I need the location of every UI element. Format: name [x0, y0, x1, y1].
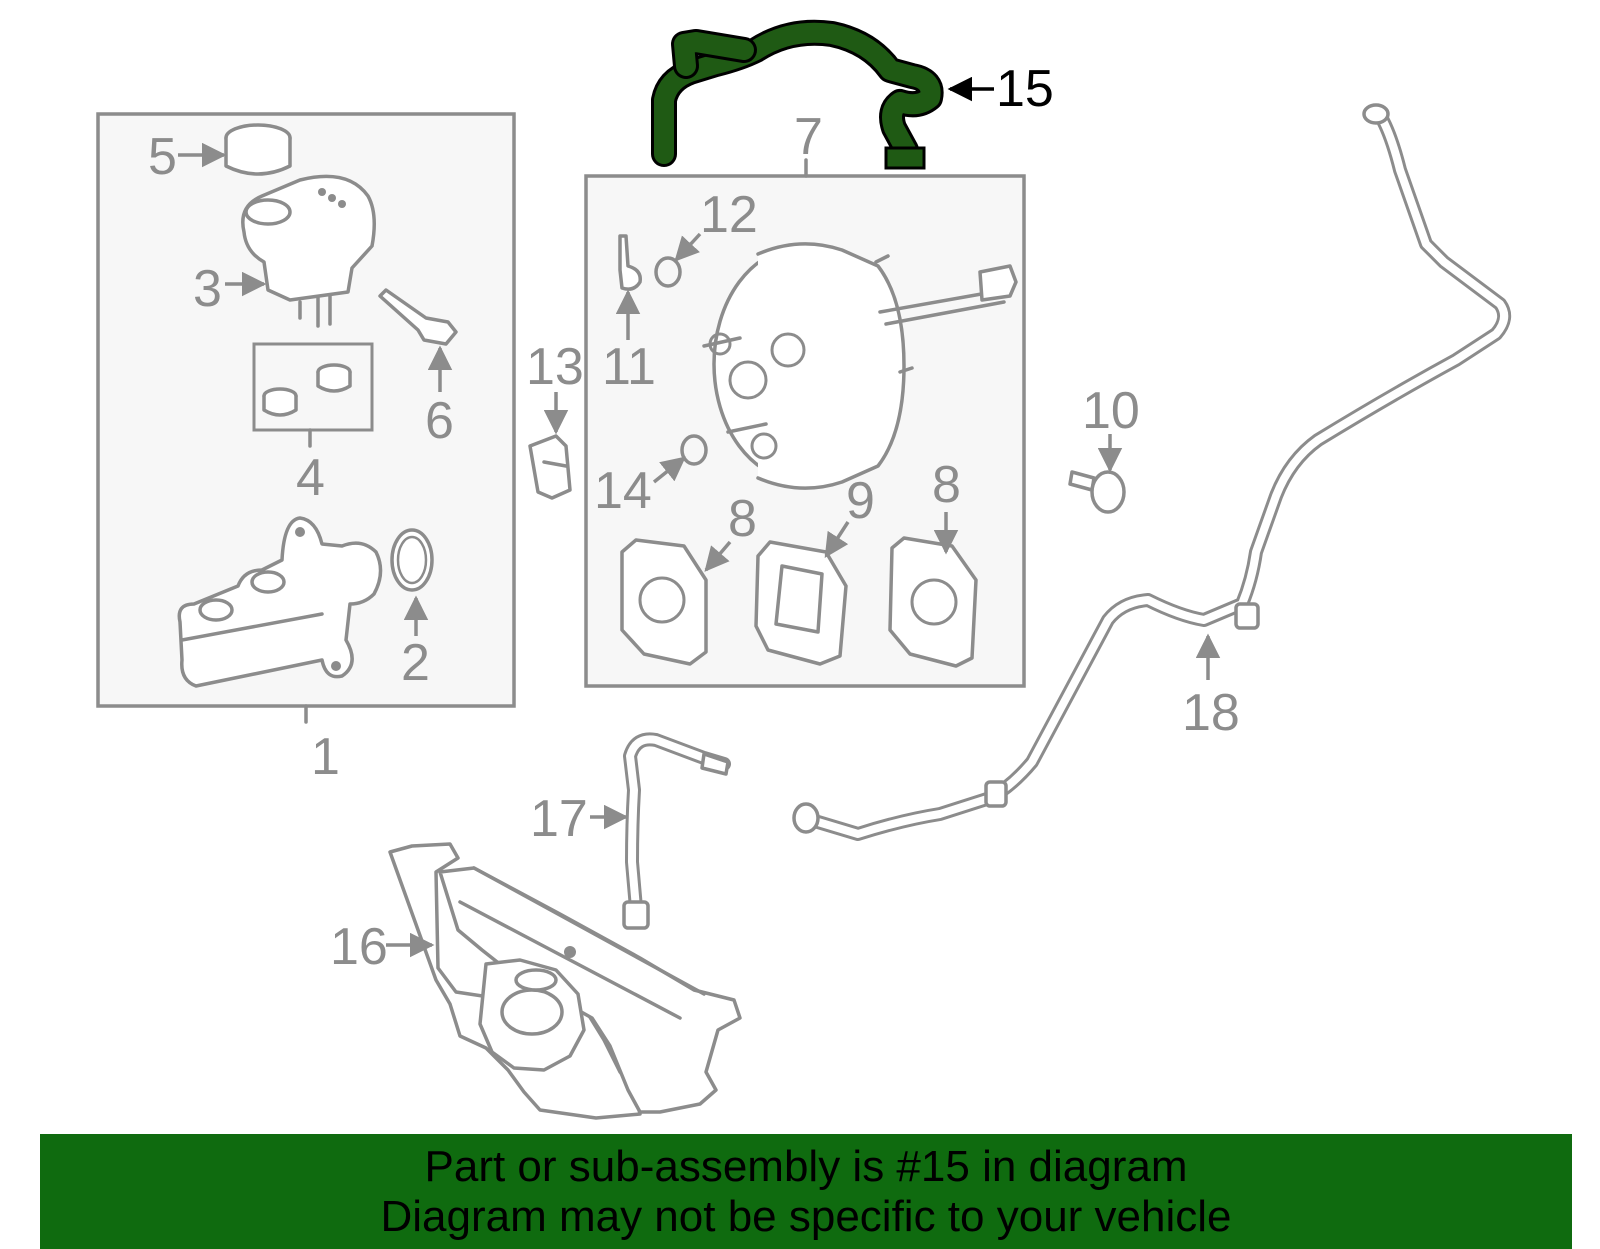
vacuum-line-17-part[interactable] — [622, 732, 731, 930]
callout-15-label: 15 — [996, 60, 1054, 118]
sensor-13-part[interactable] — [528, 434, 572, 500]
callout-14-label: 14 — [594, 462, 652, 520]
callout-1-label: 1 — [311, 728, 340, 786]
reservoir-part[interactable] — [241, 174, 376, 328]
callout-11-label: 11 — [602, 338, 656, 396]
banner-line-2: Diagram may not be specific to your vehi… — [380, 1192, 1232, 1241]
callout-9-arrow — [824, 521, 850, 559]
gasket-8a-part[interactable] — [620, 538, 708, 666]
vacuum-pump-16-part[interactable] — [388, 842, 742, 1120]
brake-booster-part[interactable] — [702, 242, 1018, 490]
seal-14-part[interactable] — [680, 434, 708, 466]
callout-12-arrow — [674, 232, 702, 262]
callout-8b-label: 8 — [932, 456, 961, 514]
banner-line-1: Part or sub-assembly is #15 in diagram — [424, 1142, 1188, 1191]
callout-2-label: 2 — [401, 634, 430, 692]
callout-4-label: 4 — [296, 449, 325, 507]
callout-3-label: 3 — [193, 260, 222, 318]
callout-16-label: 16 — [330, 918, 388, 976]
callout-6-label: 6 — [425, 392, 454, 450]
callout-8a-label: 8 — [728, 490, 757, 548]
reservoir-cap-part[interactable] — [224, 123, 292, 176]
gasket-9-part[interactable] — [754, 540, 848, 666]
callout-14-arrow — [652, 456, 686, 484]
level-sensor-part[interactable] — [378, 288, 458, 346]
callout-18-label: 18 — [1182, 684, 1240, 742]
callout-17-label: 17 — [530, 790, 588, 848]
grommets-part[interactable] — [262, 363, 352, 417]
grommet-group-box — [252, 342, 374, 432]
check-valve-part[interactable] — [618, 234, 642, 291]
callout-12-label: 12 — [700, 186, 758, 244]
master-cylinder-part[interactable] — [177, 516, 383, 688]
bolt-10-part[interactable] — [1068, 470, 1126, 514]
callout-8a-arrow — [704, 540, 732, 572]
vacuum-hose-15-part[interactable] — [651, 19, 944, 170]
callout-13-label: 13 — [526, 338, 584, 396]
callout-10-label: 10 — [1082, 382, 1140, 440]
gasket-8b-part[interactable] — [888, 536, 978, 668]
callout-5-label: 5 — [148, 128, 177, 186]
grommet-12-part[interactable] — [654, 256, 682, 288]
callout-9-label: 9 — [846, 472, 875, 530]
vacuum-line-18-part[interactable] — [792, 103, 1512, 841]
callout-7-label: 7 — [794, 108, 823, 166]
part-info-banner: Part or sub-assembly is #15 in diagram D… — [40, 1134, 1572, 1249]
